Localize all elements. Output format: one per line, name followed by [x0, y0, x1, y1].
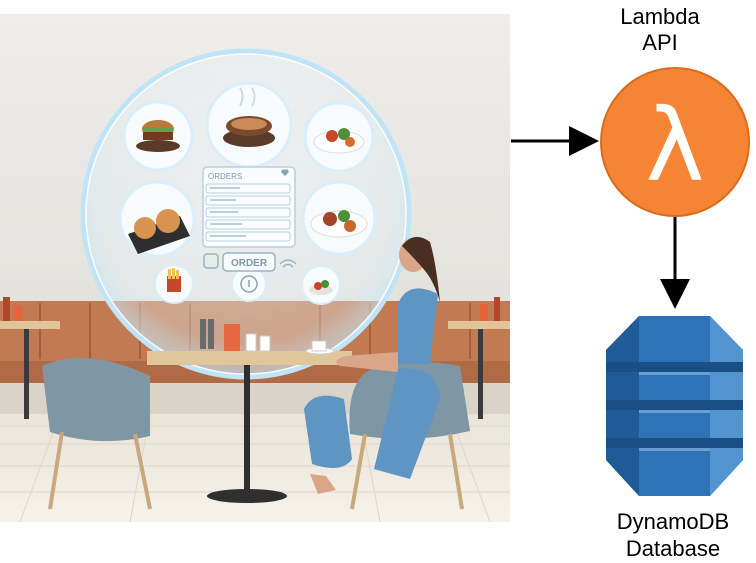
dynamodb-label: DynamoDB Database	[590, 508, 756, 562]
dynamodb-label-line1: DynamoDB	[616, 509, 730, 534]
wifi-icon	[279, 259, 297, 268]
order-button: ORDER	[203, 252, 297, 272]
center-table	[147, 319, 352, 503]
holographic-menu: ORDERS ORDER	[80, 48, 412, 380]
dynamodb-label-line2: Database	[625, 536, 721, 561]
aws-dynamodb-icon	[606, 316, 743, 496]
food-bubble-burger	[122, 100, 194, 172]
food-bubble-pastry	[118, 180, 196, 258]
lambda-label-line2: API	[642, 30, 678, 55]
woman-figure	[304, 236, 440, 494]
food-bubble-dessert	[301, 265, 341, 305]
lambda-label: Lambda API	[600, 4, 720, 56]
restaurant-scene-image: ORDERS ORDER	[0, 14, 510, 522]
side-table-left	[0, 297, 60, 419]
orders-title: ORDERS	[208, 172, 242, 181]
lambda-glyph: λ	[645, 87, 704, 204]
alert-icon	[203, 253, 219, 269]
aws-lambda-icon: λ	[600, 67, 750, 217]
orders-panel: ORDERS	[202, 166, 296, 248]
lambda-label-line1: Lambda	[620, 4, 700, 29]
heart-icon	[281, 169, 289, 176]
chair-left	[42, 358, 152, 510]
order-button-label: ORDER	[231, 258, 268, 269]
scene-illustration: ORDERS ORDER	[0, 14, 510, 522]
food-bubble-pasta	[301, 180, 377, 256]
side-table-right	[448, 297, 510, 419]
food-bubble-salad	[303, 101, 375, 173]
food-bubble-fries	[154, 264, 194, 304]
